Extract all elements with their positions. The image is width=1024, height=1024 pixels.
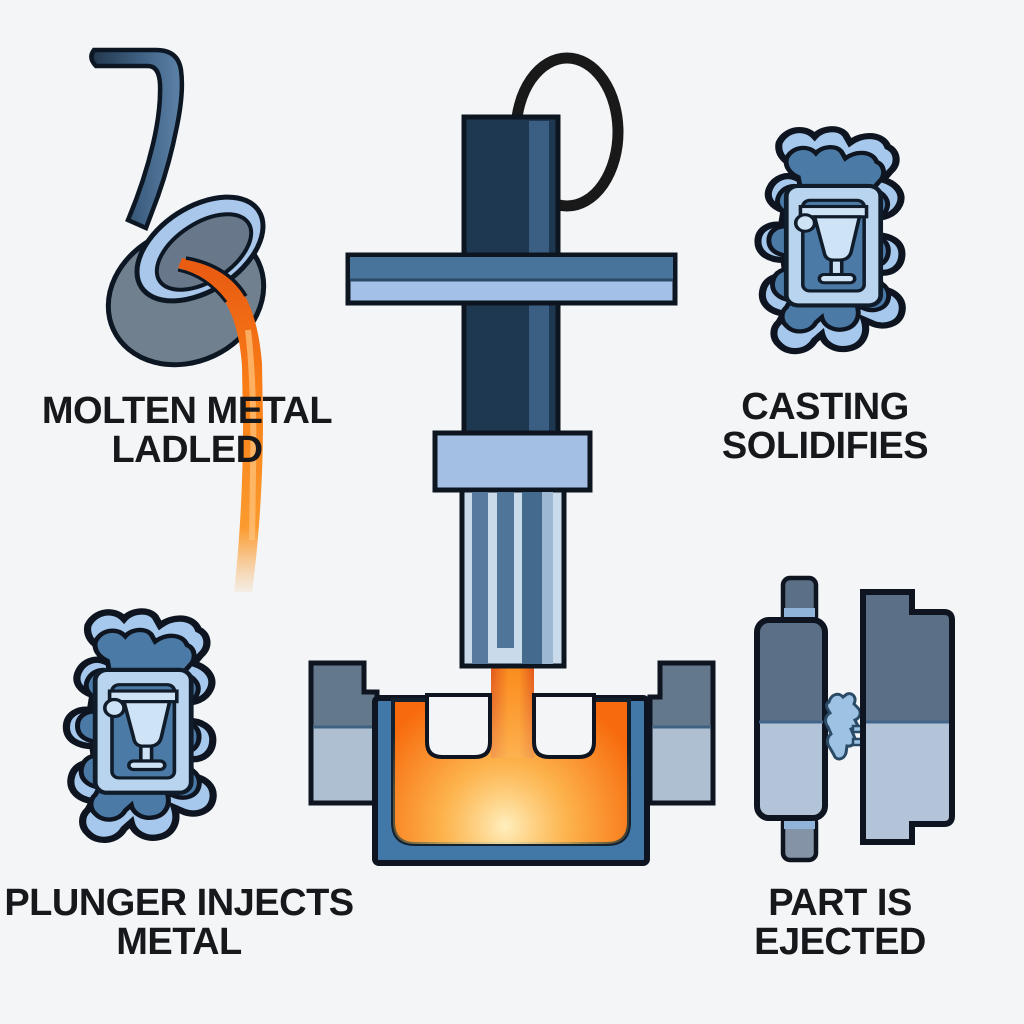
step-label-part-is-ejected: PART IS EJECTED: [662, 884, 1018, 962]
ejected-mold-icons: [754, 575, 955, 863]
side-block-left-dark: [311, 663, 377, 727]
mold-half-right-icon: [860, 589, 955, 845]
side-block-left-light: [311, 727, 377, 803]
step-label-casting-solidifies: CASTING SOLIDIFIES: [647, 388, 1003, 466]
step-label-line: METAL: [116, 920, 242, 963]
crossbar: [345, 252, 678, 306]
step-label-line: LADLED: [111, 428, 263, 471]
step-label-line: EJECTED: [754, 920, 926, 963]
ejected-part-icon: [824, 692, 862, 761]
ladle-handle: [89, 47, 185, 232]
die-land-left: [425, 693, 492, 759]
step-label-line: PLUNGER INJECTS: [4, 882, 354, 924]
molten-stream: [178, 258, 263, 592]
mold-half-left-icon: [754, 575, 828, 863]
step-label-plunger-injects-metal: PLUNGER INJECTS METAL: [0, 884, 358, 962]
side-block-right-dark: [650, 663, 713, 727]
step-label-line: PART IS: [768, 882, 912, 924]
plunger-machine-icon: [308, 52, 716, 866]
step-label-line: CASTING: [741, 386, 909, 428]
die-block: [308, 660, 716, 866]
die-land-right: [532, 693, 596, 759]
collar: [432, 430, 593, 493]
side-block-right-light: [650, 727, 713, 803]
step-label-line: MOLTEN METAL: [41, 390, 333, 432]
ladle-icon: [89, 47, 267, 592]
casting-solidified-icon: [758, 129, 902, 351]
step-label-molten-metal-ladled: MOLTEN METAL LADLED: [9, 392, 365, 470]
step-label-line: SOLIDIFIES: [721, 424, 929, 467]
casting-plunger-icon: [66, 611, 213, 839]
shot-sleeve: [459, 487, 567, 669]
